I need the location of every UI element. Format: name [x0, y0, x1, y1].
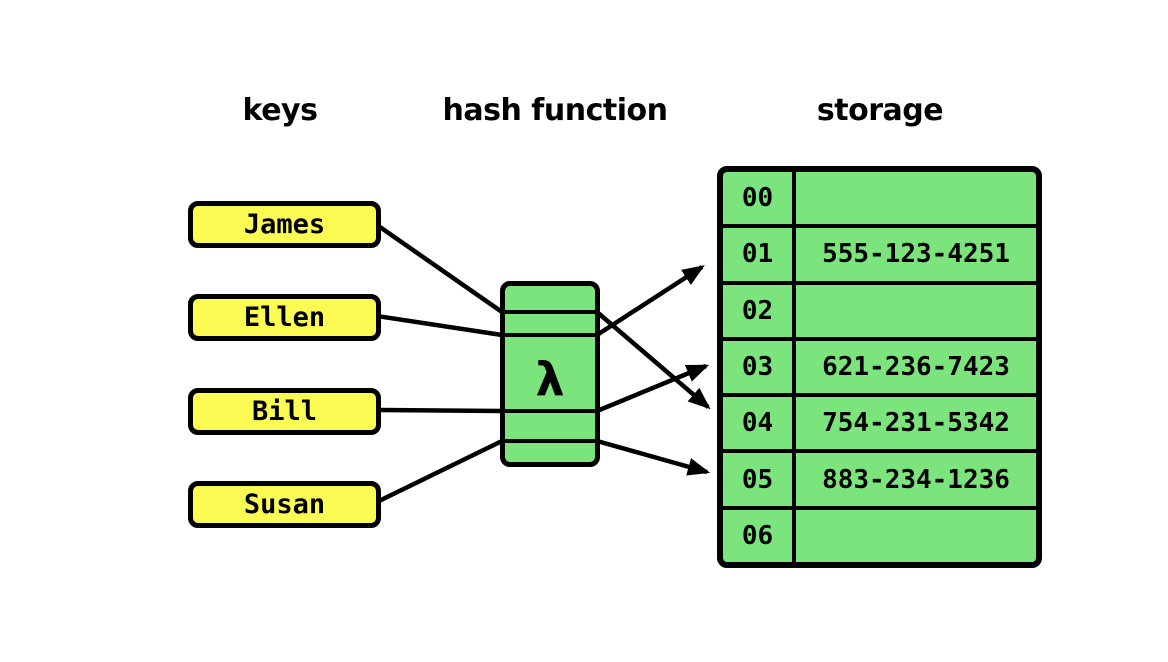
- storage-table: 00 01 555-123-4251 02 03 621-236-7423 04…: [717, 166, 1042, 568]
- hash-to-storage-arrow: [596, 438, 711, 476]
- wire-line: [376, 407, 503, 414]
- storage-index: 02: [723, 284, 796, 337]
- storage-value: [796, 172, 1036, 224]
- storage-value: 754-231-5342: [822, 408, 1010, 439]
- lambda-symbol: λ: [535, 352, 565, 406]
- hash-function-box: λ: [500, 281, 600, 467]
- key-box: Bill: [188, 388, 381, 435]
- key-box: Ellen: [188, 294, 381, 341]
- storage-index: 00: [723, 172, 796, 225]
- key-box: Susan: [188, 481, 381, 528]
- storage-value: [796, 285, 1036, 337]
- storage-heading: storage: [816, 93, 944, 128]
- key-label: Susan: [243, 489, 326, 520]
- key-label: James: [243, 209, 326, 240]
- storage-row: 06: [723, 505, 1036, 562]
- storage-index: 04: [723, 397, 796, 450]
- hash-function-heading: hash function: [442, 93, 668, 128]
- key-label: Bill: [251, 396, 318, 427]
- hash-to-storage-arrow: [596, 363, 710, 414]
- key-box: James: [188, 201, 381, 248]
- storage-index: 05: [723, 453, 796, 506]
- storage-index: 03: [723, 340, 796, 394]
- storage-value: 555-123-4251: [822, 239, 1010, 270]
- storage-index: 06: [723, 509, 796, 562]
- storage-value: 883-234-1236: [822, 464, 1010, 495]
- storage-value: [796, 510, 1036, 562]
- storage-row: 05 883-234-1236: [723, 449, 1036, 506]
- storage-value: 621-236-7423: [822, 351, 1010, 382]
- wire-line: [376, 438, 503, 505]
- storage-row: 04 754-231-5342: [723, 393, 1036, 450]
- storage-row: 03 621-236-7423: [723, 336, 1036, 394]
- keys-heading: keys: [242, 93, 318, 128]
- storage-row: 01 555-123-4251: [723, 224, 1036, 281]
- wire-line: [376, 313, 503, 338]
- hash-to-storage-arrow: [595, 265, 705, 337]
- storage-row: 02: [723, 280, 1036, 337]
- hash-to-storage-arrow: [595, 310, 711, 410]
- storage-row: 00: [723, 172, 1036, 225]
- storage-index: 01: [723, 228, 796, 281]
- key-label: Ellen: [243, 302, 326, 333]
- wire-line: [375, 223, 504, 314]
